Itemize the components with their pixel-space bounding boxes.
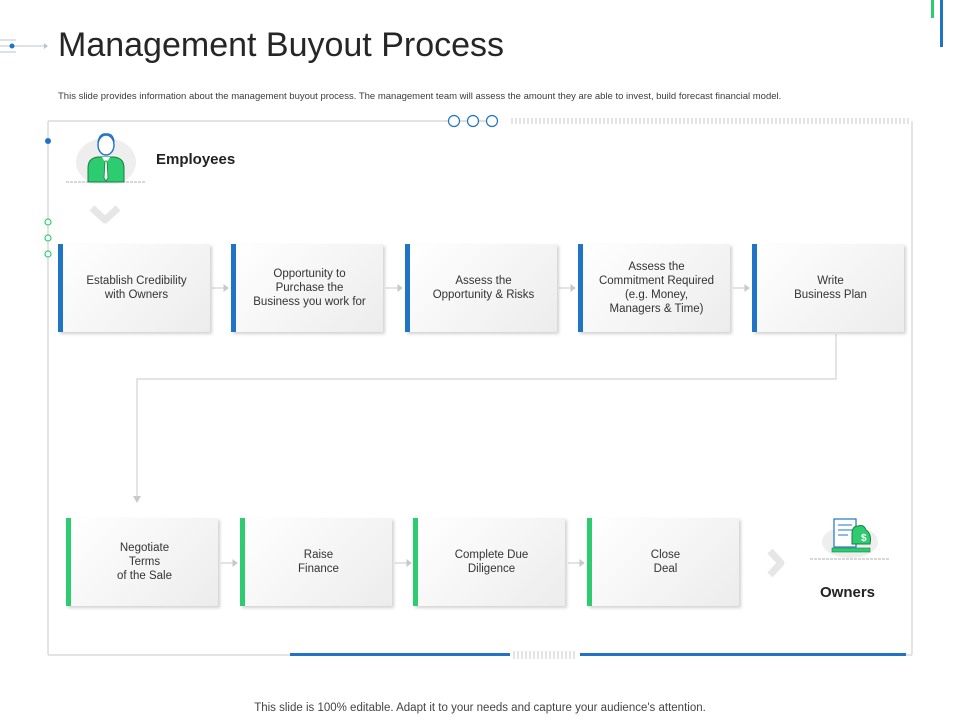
connector-arrowhead xyxy=(133,496,141,503)
page-title: Management Buyout Process xyxy=(58,26,505,64)
footer-note: This slide is 100% editable. Adapt it to… xyxy=(254,702,706,714)
hatch-bottom xyxy=(513,651,575,659)
step-box-6: Negotiate Terms of the Sale xyxy=(66,518,218,606)
step-box-5: Write Business Plan xyxy=(752,244,904,332)
row2-arrows xyxy=(221,559,585,567)
step-box-7: Raise Finance xyxy=(240,518,392,606)
step-box-8: Complete Due Diligence xyxy=(413,518,565,606)
step-box-1: Establish Credibility with Owners xyxy=(58,244,210,332)
top-circles xyxy=(445,114,499,128)
step-label: Close Deal xyxy=(650,549,681,575)
step-label: Complete Due Diligence xyxy=(454,549,529,575)
step-box-4: Assess the Commitment Required (e.g. Mon… xyxy=(578,244,730,332)
bottom-bar-blue-left xyxy=(290,653,510,656)
page-subtitle: This slide provides information about th… xyxy=(58,91,782,102)
row1-arrows xyxy=(212,284,750,292)
row-connector xyxy=(136,334,837,498)
bottom-bar-blue-right xyxy=(580,653,906,656)
employee-person-icon xyxy=(76,133,136,184)
step-label: Opportunity to Purchase the Business you… xyxy=(253,268,366,308)
step-label: Write Business Plan xyxy=(794,275,867,301)
step-box-9: Close Deal xyxy=(587,518,739,606)
role-label-employees: Employees xyxy=(156,151,236,168)
chevron-down-icon xyxy=(89,205,121,224)
role-label-owners: Owners xyxy=(820,584,876,601)
step-label: Assess the Opportunity & Risks xyxy=(432,275,535,301)
chevron-right-icon xyxy=(767,548,785,578)
corner-arrow-decoration xyxy=(0,39,48,53)
accent-bar-blue xyxy=(940,0,943,47)
step-label: Negotiate Terms of the Sale xyxy=(117,542,172,582)
step-box-3: Assess the Opportunity & Risks xyxy=(405,244,557,332)
frame-dots-green xyxy=(44,218,52,258)
accent-bar-green xyxy=(931,0,934,18)
money-document-icon: $ xyxy=(822,518,878,558)
step-label: Assess the Commitment Required (e.g. Mon… xyxy=(598,261,715,315)
step-label: Establish Credibility with Owners xyxy=(86,275,187,301)
svg-text:$: $ xyxy=(861,533,867,544)
frame-dot-blue xyxy=(45,138,51,144)
step-box-2: Opportunity to Purchase the Business you… xyxy=(231,244,383,332)
hatch-top xyxy=(511,118,909,124)
step-label: Raise Finance xyxy=(298,549,339,575)
